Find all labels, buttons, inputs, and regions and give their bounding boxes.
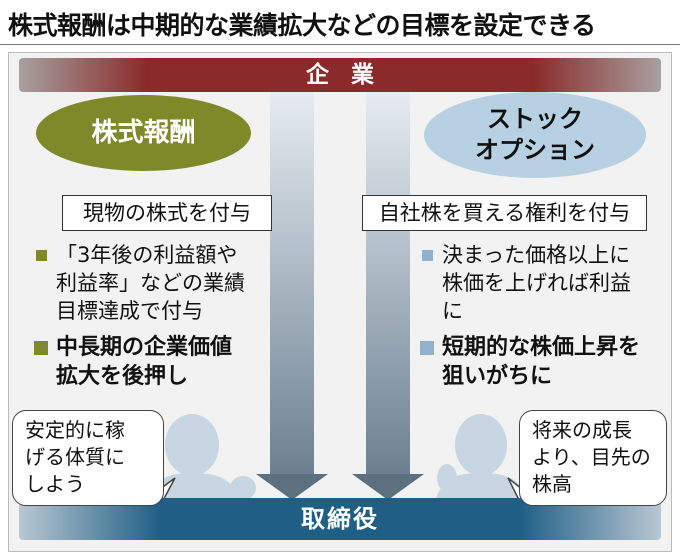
company-bar: 企業 — [19, 58, 661, 92]
figure-title: 株式報酬は中期的な業績拡大などの目標を設定できる — [8, 11, 596, 40]
blue-bullet-marker — [420, 341, 434, 355]
bullet-line: 利益率」などの業績 — [56, 271, 245, 295]
speech-line: 安定的に稼 — [25, 418, 125, 442]
right-flow-arrow — [352, 92, 424, 500]
blue-bullet-marker — [422, 250, 433, 261]
right-person-silhouette — [436, 414, 528, 498]
stock-option-heading: ストック オプション — [424, 92, 646, 178]
directors-label: 取締役 — [301, 505, 379, 533]
right-bullet-condition: 決まった価格以上に 株価を上げれば利益 に — [420, 241, 660, 325]
bullet-line: に — [442, 299, 463, 323]
bullet-line: 決まった価格以上に — [442, 243, 631, 267]
bullet-line: 株価を上げれば利益 — [442, 271, 631, 295]
bullet-line: 目標達成で付与 — [56, 299, 203, 323]
left-bullet-condition: 「3年後の利益額や 利益率」などの業績 目標達成で付与 — [34, 241, 264, 325]
right-bullets: 決まった価格以上に 株価を上げれば利益 に 短期的な株価上昇を 狙いがちに — [420, 241, 660, 391]
speech-line: げる体質に — [25, 445, 125, 469]
emphasis-line: 短期的な株価上昇を — [442, 335, 641, 360]
stock-option-label-line-2: オプション — [475, 136, 595, 164]
speech-line: しよう — [25, 472, 85, 496]
speech-line: 将来の成長 — [532, 418, 632, 442]
bullet-line: 「3年後の利益額や — [56, 243, 238, 267]
left-bullets: 「3年後の利益額や 利益率」などの業績 目標達成で付与 中長期の企業価値 拡大を… — [34, 241, 264, 391]
left-grant-box: 現物の株式を付与 — [62, 195, 272, 231]
left-speech-bubble: 安定的に稼 げる体質に しよう — [12, 410, 164, 506]
right-speech-bubble: 将来の成長 より、目先の 株高 — [519, 410, 667, 506]
right-grant-box: 自社株を買える権利を付与 — [362, 195, 647, 231]
emphasis-line: 狙いがちに — [442, 364, 553, 389]
emphasis-line: 拡大を後押し — [56, 364, 189, 389]
right-bullet-effect: 短期的な株価上昇を 狙いがちに — [420, 333, 660, 391]
company-label: 企業 — [306, 62, 396, 88]
speech-line: 株高 — [532, 472, 572, 496]
olive-bullet-marker — [36, 250, 47, 261]
emphasis-line: 中長期の企業価値 — [56, 335, 233, 360]
speech-line: より、目先の — [532, 445, 651, 469]
stock-compensation-heading: 株式報酬 — [36, 95, 251, 171]
title-divider — [0, 44, 680, 45]
left-flow-arrow — [256, 92, 328, 500]
left-bullet-effect: 中長期の企業価値 拡大を後押し — [34, 333, 264, 391]
stock-compensation-label: 株式報酬 — [91, 118, 196, 148]
olive-bullet-marker — [34, 341, 48, 355]
stock-option-label-line-1: ストック — [487, 105, 583, 133]
stock-option-label: ストック オプション — [424, 104, 646, 166]
